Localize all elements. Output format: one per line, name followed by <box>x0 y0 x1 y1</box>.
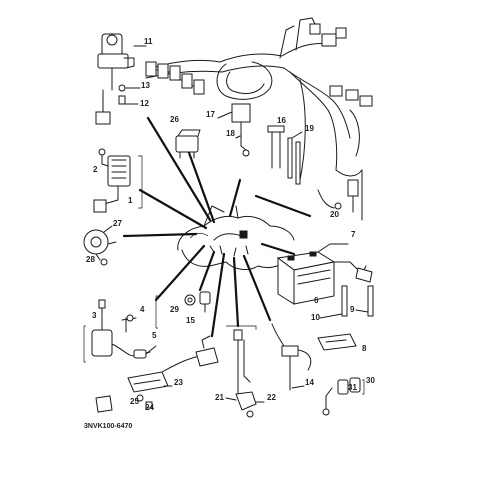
callout-23: 23 <box>174 378 183 387</box>
callout-1: 1 <box>128 196 133 205</box>
callout-30: 30 <box>366 376 375 385</box>
callout-10: 10 <box>311 313 320 322</box>
callout-25: 25 <box>130 397 139 406</box>
wire-harness <box>145 17 373 221</box>
flasher-relay <box>322 377 365 416</box>
callout-29: 29 <box>170 305 179 314</box>
callout-11: 11 <box>144 37 153 46</box>
callout-18: 18 <box>226 129 235 138</box>
callout-15: 15 <box>186 316 195 325</box>
callout-27: 27 <box>113 219 122 228</box>
callout-6: 6 <box>314 296 319 305</box>
leader-lines <box>122 116 312 338</box>
main-switch-assembly <box>95 33 147 125</box>
callout-2: 2 <box>93 165 98 174</box>
callout-22: 22 <box>267 393 276 402</box>
callout-14: 14 <box>305 378 314 387</box>
callout-21: 21 <box>215 393 224 402</box>
center-frame <box>177 205 295 270</box>
callout-28: 28 <box>86 255 95 264</box>
callout-9: 9 <box>350 305 355 314</box>
callout-13: 13 <box>141 81 150 90</box>
ignition-coil <box>83 299 157 363</box>
callout-4: 4 <box>140 305 145 314</box>
cdi-unit <box>95 335 219 413</box>
callout-16: 16 <box>277 116 286 125</box>
relay-unit <box>175 129 201 159</box>
callout-8: 8 <box>362 344 367 353</box>
callout-19: 19 <box>305 124 314 133</box>
horn <box>83 225 117 266</box>
neutral-switch <box>155 291 211 329</box>
callout-12: 12 <box>140 99 149 108</box>
callout-24: 24 <box>145 403 154 412</box>
rectifier-regulator <box>93 148 143 213</box>
rear-brake-switch <box>225 325 265 418</box>
fuse-holder <box>317 333 357 351</box>
callout-3: 3 <box>92 311 97 320</box>
callout-20: 20 <box>330 210 339 219</box>
callout-17: 17 <box>206 110 215 119</box>
diagram-code: 3NVK100-6470 <box>84 423 132 430</box>
callout-26: 26 <box>170 115 179 124</box>
callout-31: 31 <box>348 383 357 392</box>
battery-cables <box>319 285 374 319</box>
front-brake-switch <box>271 323 312 391</box>
callout-7: 7 <box>351 230 356 239</box>
callout-5: 5 <box>152 331 157 340</box>
battery <box>276 243 373 305</box>
